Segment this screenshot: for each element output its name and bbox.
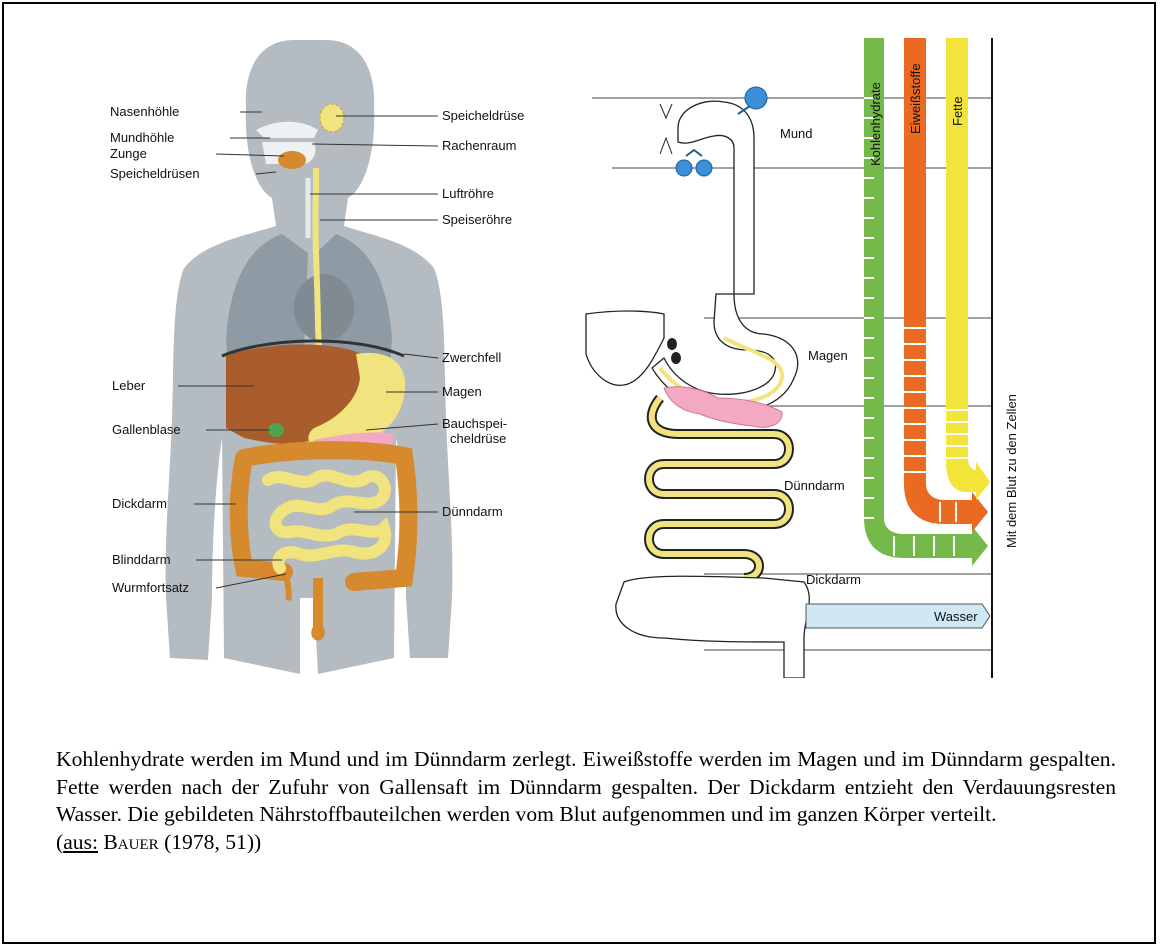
citation-author: Bauer — [103, 830, 158, 854]
label-zwerchfell: Zwerchfell — [442, 350, 501, 365]
label-blinddarm: Blinddarm — [112, 552, 171, 567]
salivary-gland-bottom-2 — [696, 160, 712, 176]
schematic-gallbladder — [667, 338, 677, 350]
fat-channel: Fette — [946, 38, 990, 500]
appendix — [286, 572, 289, 600]
label-duenndarm-schematic: Dünndarm — [784, 478, 845, 493]
label-gallenblase: Gallenblase — [112, 422, 181, 437]
label-wasser: Wasser — [934, 609, 978, 624]
label-wurmfortsatz: Wurmfortsatz — [112, 580, 189, 595]
label-leber: Leber — [112, 378, 146, 393]
citation: (aus: Bauer (1978, 51)) — [56, 829, 1116, 857]
label-mund: Mund — [780, 126, 813, 141]
digestion-figure: Nasenhöhle Mundhöhle Zunge Speicheldrüse… — [104, 38, 1022, 678]
label-dickdarm: Dickdarm — [112, 496, 167, 511]
label-luftroehre: Luftröhre — [442, 186, 494, 201]
label-zunge: Zunge — [110, 146, 147, 161]
rectum — [316, 578, 319, 636]
label-magen-left: Magen — [442, 384, 482, 399]
label-fette: Fette — [950, 96, 965, 126]
label-eiweissstoffe: Eiweißstoffe — [908, 63, 923, 134]
schematic-bile-duct — [671, 352, 681, 364]
schematic-large-intestine — [616, 576, 809, 678]
salivary-gland-bottom-1 — [676, 160, 692, 176]
anatomy-panel: Nasenhöhle Mundhöhle Zunge Speicheldrüse… — [110, 40, 524, 674]
citation-ref: (1978, 51)) — [164, 830, 261, 854]
label-duenndarm-left: Dünndarm — [442, 504, 503, 519]
label-kohlenhydrate: Kohlenhydrate — [868, 82, 883, 166]
label-magen-schematic: Magen — [808, 348, 848, 363]
figure-caption: Kohlenhydrate werden im Mund und im Dünn… — [56, 746, 1116, 856]
teeth-upper — [660, 104, 672, 118]
label-nasenhoehle: Nasenhöhle — [110, 104, 179, 119]
caption-text: Kohlenhydrate werden im Mund und im Dünn… — [56, 746, 1116, 829]
salivary-gland-top — [745, 87, 767, 109]
citation-lead: aus: — [63, 830, 98, 854]
label-dickdarm-schematic: Dickdarm — [806, 572, 861, 587]
schematic-liver — [586, 311, 664, 385]
label-mundhoehle: Mundhöhle — [110, 130, 174, 145]
tongue — [278, 151, 306, 169]
mouth-shape — [678, 101, 754, 294]
heart — [294, 274, 354, 342]
label-rachenraum: Rachenraum — [442, 138, 516, 153]
label-bauchspeicheldruese-2: cheldrüse — [450, 431, 506, 446]
schematic-panel: Kohlenhydrate Eiweißstoffe — [586, 38, 1019, 678]
teeth-lower — [660, 138, 672, 154]
label-blut: Mit dem Blut zu den Zellen — [1004, 394, 1019, 548]
gallbladder — [268, 423, 284, 437]
label-bauchspeicheldruese-1: Bauchspei- — [442, 416, 507, 431]
label-speicheldruesen: Speicheldrüsen — [110, 166, 200, 181]
salivary-gland-parotid — [320, 104, 344, 132]
label-speiseroehre: Speiseröhre — [442, 212, 512, 227]
label-speicheldruese: Speicheldrüse — [442, 108, 524, 123]
